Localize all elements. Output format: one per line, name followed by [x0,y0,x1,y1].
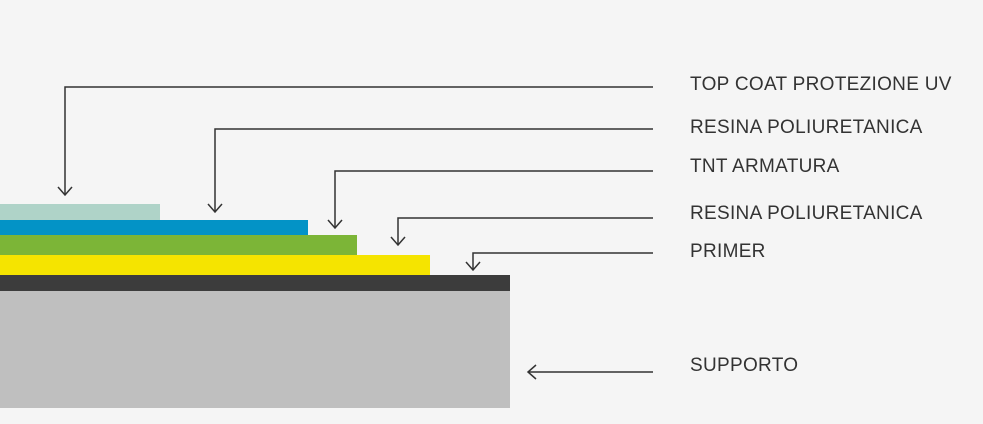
layer-resina-2 [0,255,430,275]
label-resina-1: RESINA POLIURETANICA [690,117,923,138]
label-top-coat: TOP COAT PROTEZIONE UV [690,74,952,95]
leader-resina-1 [207,128,653,214]
leader-tnt [327,170,653,230]
leader-resina-2 [390,217,653,247]
leader-primer [465,252,653,272]
layer-resina-1 [0,220,308,235]
label-tnt: TNT ARMATURA [690,156,840,177]
leader-supporto [526,364,653,380]
layer-tnt [0,235,357,255]
label-primer: PRIMER [690,241,766,262]
layer-primer [0,275,510,291]
label-resina-2: RESINA POLIURETANICA [690,203,923,224]
layer-top-coat [0,204,160,220]
label-supporto: SUPPORTO [690,355,799,376]
layer-supporto [0,291,510,408]
leader-top-coat [57,86,653,197]
